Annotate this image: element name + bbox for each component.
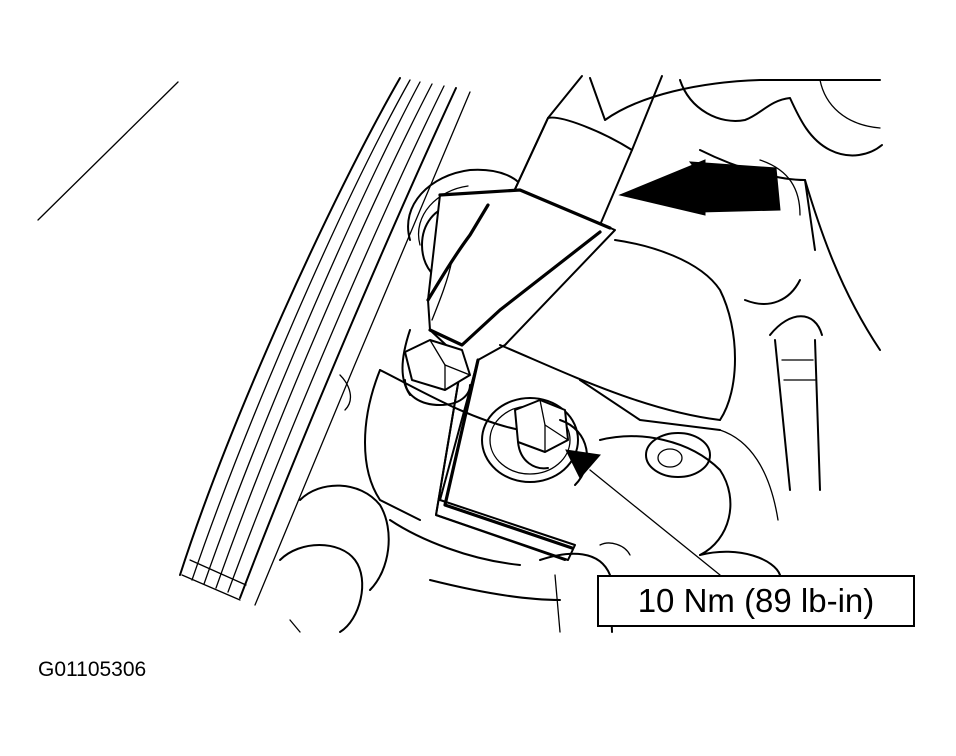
lower-hex-bolt — [481, 397, 579, 483]
vacuum-tube — [744, 279, 823, 491]
lower-engine-components — [279, 374, 781, 633]
leader-line-upper-left — [37, 81, 179, 221]
engine-housing-top — [589, 77, 883, 351]
indicator-arrow — [618, 159, 781, 216]
throttle-body-housing — [364, 239, 779, 556]
torque-arrow — [559, 419, 601, 486]
figure-id-label: G01105306 — [38, 658, 147, 681]
callout-leader-line — [589, 469, 721, 576]
cable-bracket — [426, 188, 616, 561]
ribbed-hose — [179, 77, 471, 606]
torque-spec-callout: 10 Nm (89 lb-in) — [597, 575, 915, 627]
upper-hex-bolt — [404, 339, 471, 406]
